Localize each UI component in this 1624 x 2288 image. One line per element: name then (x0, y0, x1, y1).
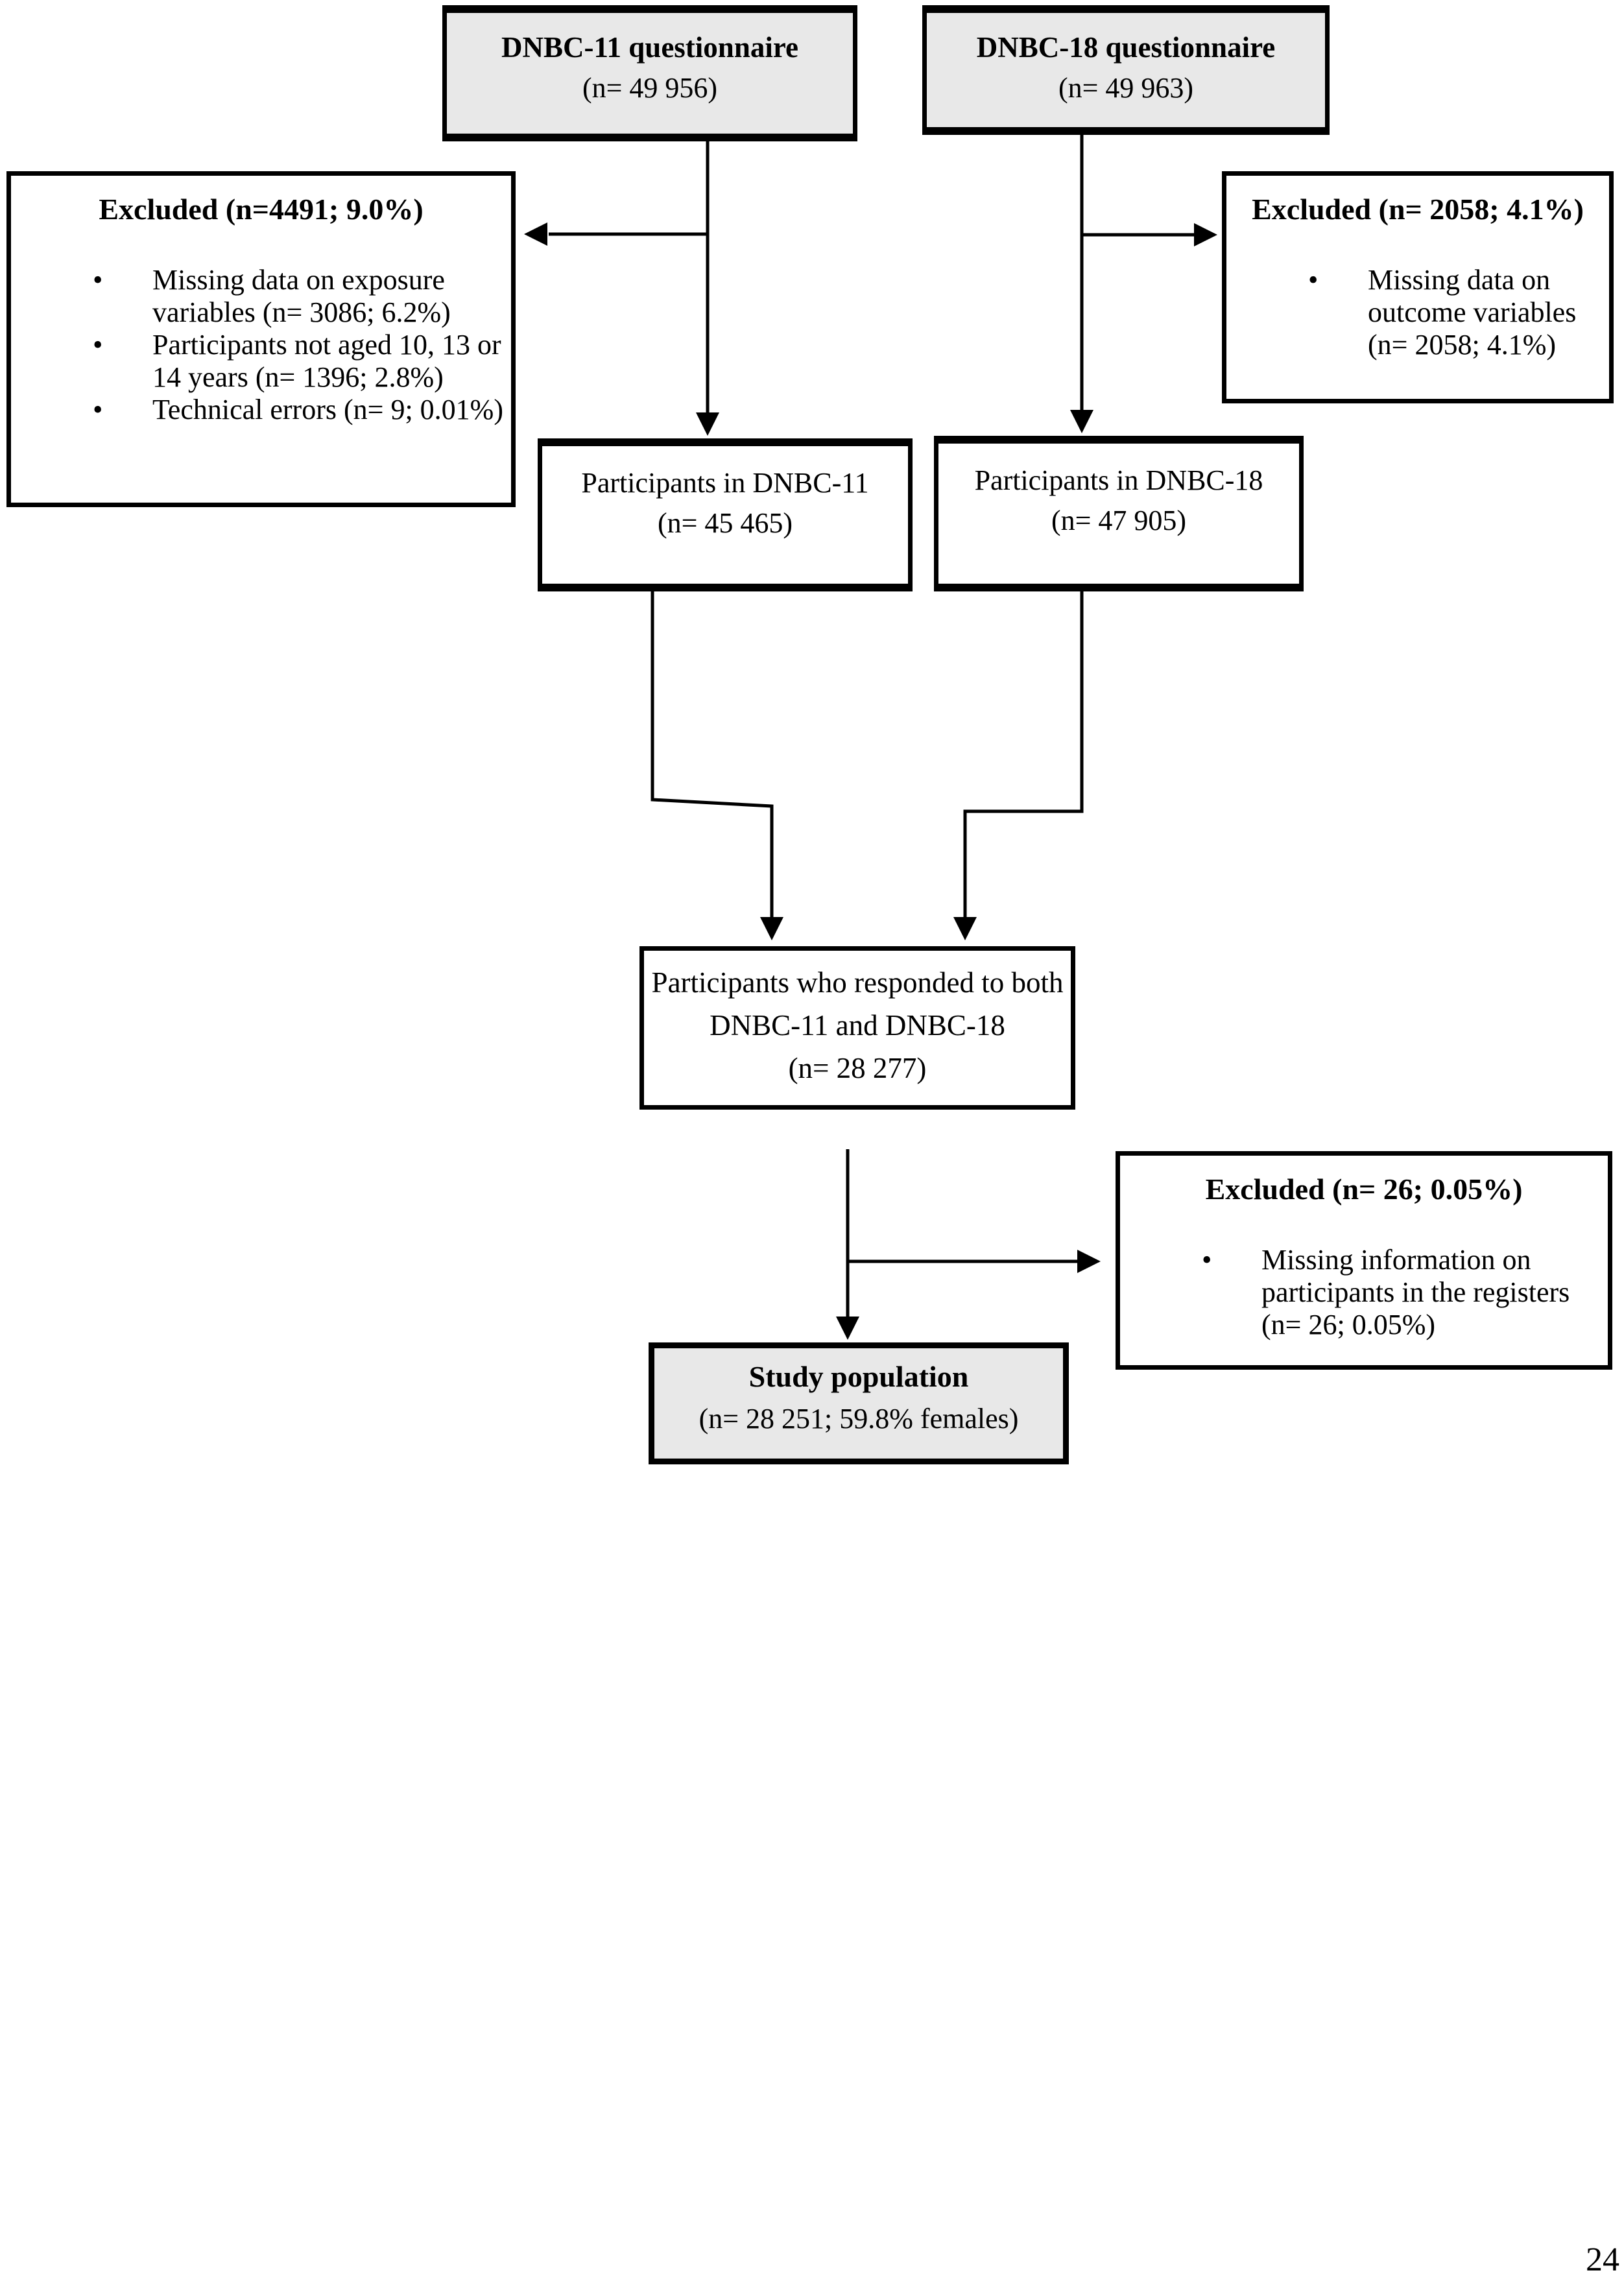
arrowhead-left-to-excluded (524, 222, 547, 246)
participants11-title: Participants in DNBC-11 (581, 467, 869, 499)
box-dnbc18-questionnaire: DNBC-18 questionnaire (n= 49 963) (922, 5, 1330, 135)
list-item: • Missing data on exposure variables (n=… (93, 264, 511, 329)
dnbc18-n: (n= 49 963) (1058, 72, 1194, 104)
arrowhead-into-study (836, 1317, 859, 1340)
excluded-bottom-bullet-1: Missing information on participants in t… (1261, 1244, 1570, 1341)
bullet-marker: • (93, 264, 103, 296)
participants18-n: (n= 47 905) (1051, 505, 1187, 536)
box-study-population: Study population (n= 28 251; 59.8% femal… (649, 1342, 1069, 1464)
responded-both-title: Participants who responded to both DNBC-… (651, 966, 1064, 1042)
excluded-bottom-title: Excluded (n= 26; 0.05%) (1205, 1173, 1523, 1206)
participants11-n: (n= 45 465) (657, 507, 793, 539)
box-dnbc11-questionnaire: DNBC-11 questionnaire (n= 49 956) (442, 5, 857, 141)
list-item: • Missing data on outcome variables (n= … (1308, 264, 1609, 361)
box-excluded-right: Excluded (n= 2058; 4.1%) • Missing data … (1222, 171, 1614, 403)
box-responded-both: Participants who responded to both DNBC-… (639, 946, 1075, 1110)
box-participants-dnbc11: Participants in DNBC-11 (n= 45 465) (538, 438, 913, 591)
page-number: 24 (1586, 2241, 1619, 2278)
participants18-title: Participants in DNBC-18 (974, 464, 1263, 496)
excluded-left-bullet-3: Technical errors (n= 9; 0.01%) (152, 394, 503, 425)
arrowhead-left-into-both (760, 917, 783, 940)
arrowhead-down-to-participants18 (1070, 410, 1093, 433)
study-population-n: (n= 28 251; 59.8% females) (699, 1403, 1019, 1435)
excluded-right-title: Excluded (n= 2058; 4.1%) (1252, 193, 1584, 226)
dnbc18-title: DNBC-18 questionnaire (976, 31, 1276, 64)
list-item: • Missing information on participants in… (1202, 1244, 1608, 1341)
bullet-marker: • (1308, 264, 1319, 296)
list-item: • Technical errors (n= 9; 0.01%) (93, 394, 511, 426)
dnbc11-n: (n= 49 956) (582, 72, 718, 104)
arrowhead-right-to-excluded-bottom (1077, 1250, 1101, 1273)
excluded-bottom-bullet-list: • Missing information on participants in… (1120, 1244, 1608, 1341)
arrowhead-right-into-both (953, 917, 977, 940)
bullet-marker: • (93, 394, 103, 425)
box-excluded-bottom: Excluded (n= 26; 0.05%) • Missing inform… (1116, 1151, 1612, 1370)
box-excluded-left: Excluded (n=4491; 9.0%) • Missing data o… (6, 171, 516, 507)
excluded-right-bullet-1: Missing data on outcome variables (n= 20… (1368, 264, 1577, 361)
arrowhead-down-to-participants11 (696, 412, 719, 436)
study-population-title: Study population (748, 1360, 969, 1393)
list-item: • Participants not aged 10, 13 or 14 yea… (93, 329, 511, 394)
arrowhead-right-to-excluded (1194, 223, 1217, 246)
excluded-right-bullet-list: • Missing data on outcome variables (n= … (1226, 264, 1609, 361)
bullet-marker: • (1202, 1244, 1212, 1276)
connector-participants11-to-both (651, 590, 774, 917)
excluded-left-bullet-list: • Missing data on exposure variables (n=… (11, 264, 511, 426)
excluded-left-title: Excluded (n=4491; 9.0%) (99, 193, 424, 226)
box-participants-dnbc18: Participants in DNBC-18 (n= 47 905) (934, 436, 1304, 591)
excluded-left-bullet-1: Missing data on exposure variables (n= 3… (152, 264, 451, 328)
dnbc11-title: DNBC-11 questionnaire (501, 31, 798, 64)
bullet-marker: • (93, 329, 103, 361)
responded-both-n: (n= 28 277) (788, 1052, 927, 1084)
excluded-left-bullet-2: Participants not aged 10, 13 or 14 years… (152, 329, 501, 393)
connector-participants18-to-both (963, 591, 1084, 917)
